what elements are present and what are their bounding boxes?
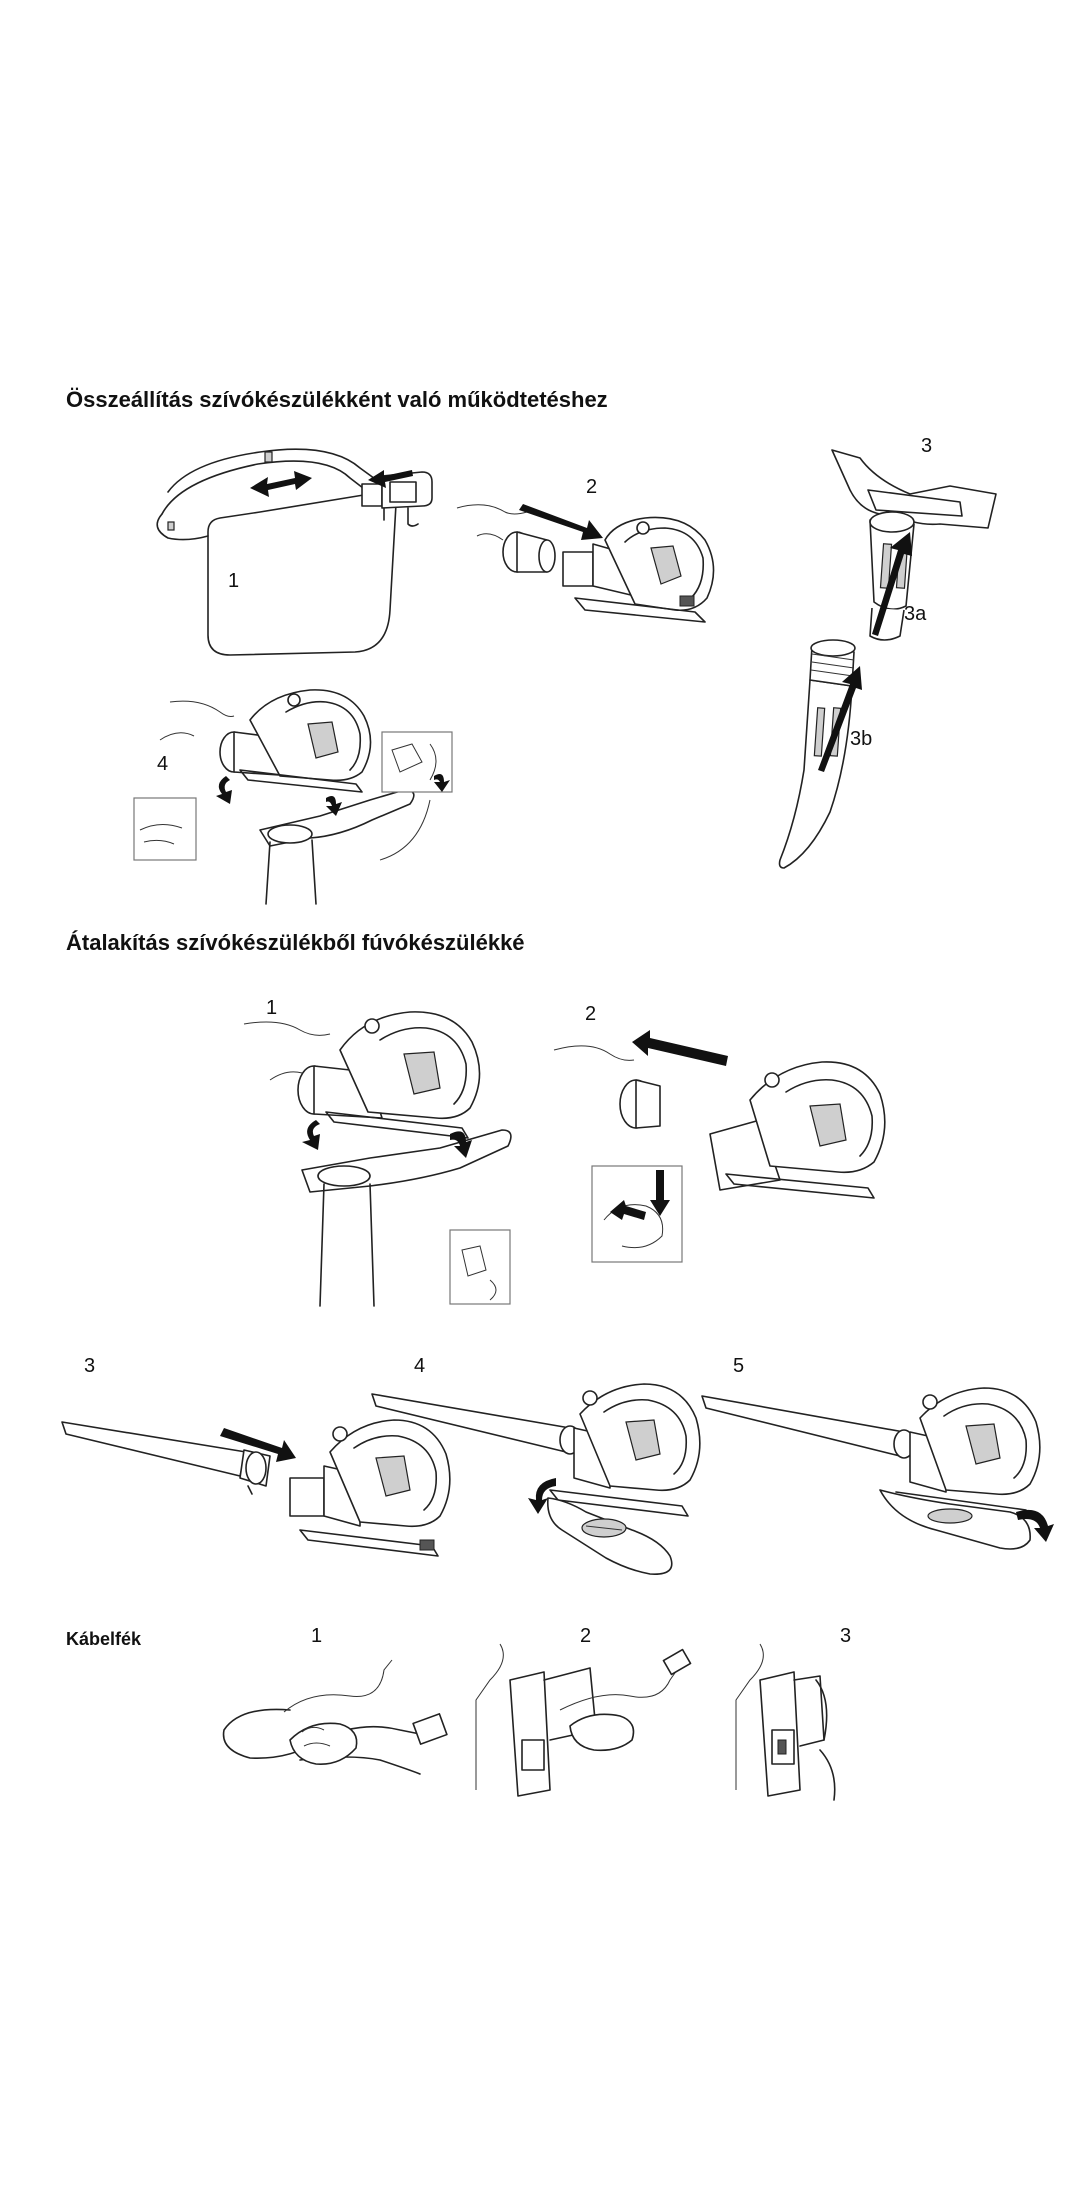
figure-latch-closed xyxy=(701,1387,1054,1550)
step-number: 3 xyxy=(921,435,933,457)
curved-arrow-icon xyxy=(434,774,450,792)
step-number: 3 xyxy=(84,1355,96,1377)
curved-arrow-icon xyxy=(528,1478,556,1514)
arrow-left-icon xyxy=(632,1030,728,1066)
arrow-down-icon xyxy=(650,1170,670,1216)
step-number: 4 xyxy=(157,753,169,775)
step-number: 2 xyxy=(580,1625,592,1647)
arrow-right-icon xyxy=(220,1428,296,1462)
conversion-heading: Átalakítás szívókészülékből fúvókészülék… xyxy=(66,930,525,955)
curved-arrow-icon xyxy=(302,1120,320,1150)
assembly-heading: Összeállítás szívókészülékként való műkö… xyxy=(66,387,608,412)
figure-fit-latch xyxy=(371,1383,701,1575)
step-number: 5 xyxy=(733,1355,745,1377)
step-number: 2 xyxy=(586,476,598,498)
arrow-left-icon xyxy=(368,470,413,488)
arrow-right-icon xyxy=(519,504,603,540)
step-number: 3 xyxy=(840,1625,852,1647)
arrow-up-icon xyxy=(872,532,912,636)
curved-arrow-icon xyxy=(1016,1509,1054,1542)
cable-heading: Kábelfék xyxy=(66,1629,142,1649)
step-number: 3b xyxy=(850,728,873,750)
curved-arrow-icon xyxy=(216,776,232,804)
step-number: 1 xyxy=(311,1625,323,1647)
double-arrow-icon xyxy=(250,471,312,497)
curved-arrow-icon xyxy=(326,796,342,816)
arrow-left-icon xyxy=(610,1200,646,1220)
figure-remove-tube xyxy=(243,1011,512,1307)
figure-attach-tube xyxy=(133,689,453,905)
step-number: 1 xyxy=(228,570,240,592)
step-number: 3a xyxy=(904,603,927,625)
figure-cable-loop xyxy=(222,1659,448,1775)
figure-detach-tube xyxy=(553,1030,886,1263)
figure-blower-tube-attach xyxy=(61,1419,451,1557)
arrow-up-icon xyxy=(818,666,862,772)
figure-tube-attach xyxy=(456,504,715,623)
figure-cable-secured xyxy=(735,1643,836,1801)
figure-tube-stack xyxy=(778,449,997,869)
step-number: 1 xyxy=(266,997,278,1019)
figure-bag-assembly xyxy=(156,448,433,656)
figure-cable-hook xyxy=(475,1643,692,1797)
step-number: 4 xyxy=(414,1355,426,1377)
step-number: 2 xyxy=(585,1003,597,1025)
curved-arrow-icon xyxy=(450,1131,472,1158)
